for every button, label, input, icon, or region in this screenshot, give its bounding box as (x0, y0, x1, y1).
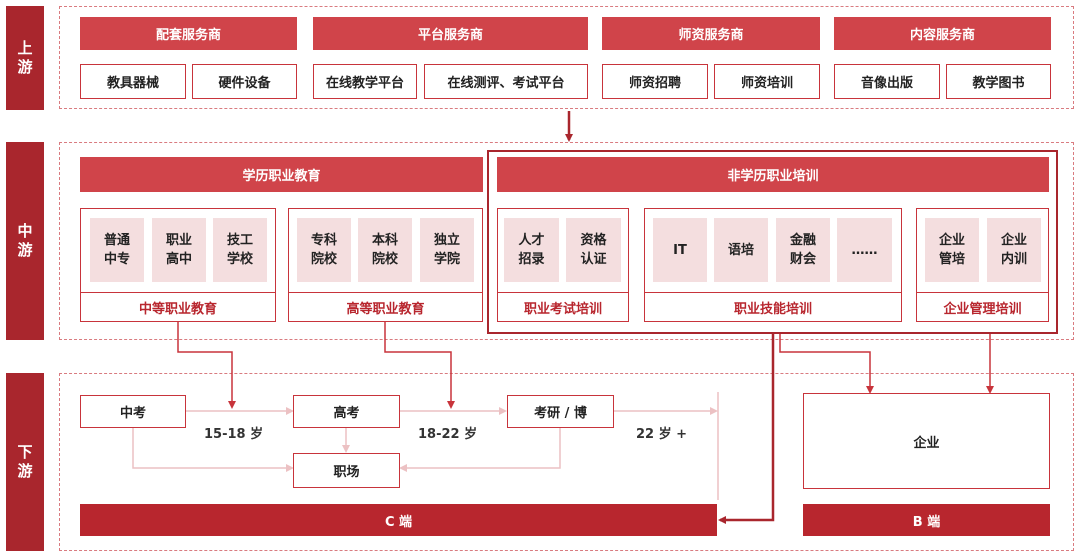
skill-item: 金融 财会 (776, 218, 830, 282)
upstream-item: 硬件设备 (192, 64, 297, 99)
upstream-header-content: 内容服务商 (834, 17, 1051, 50)
skill-item: IT (653, 218, 707, 282)
higher-item: 专科 院校 (297, 218, 351, 282)
upstream-item: 师资招聘 (602, 64, 708, 99)
higher-item: 独立 学院 (420, 218, 474, 282)
c-end-bar: C 端 (80, 504, 717, 536)
gaokao-box: 高考 (293, 395, 400, 428)
company-box: 企业 (803, 393, 1050, 489)
side-label-upstream: 上 游 (6, 6, 44, 110)
upstream-item: 教具器械 (80, 64, 186, 99)
exam-training-label: 职业考试培训 (497, 292, 629, 322)
upstream-item: 音像出版 (834, 64, 940, 99)
skill-item: …… (837, 218, 892, 282)
side-label-downstream: 下 游 (6, 373, 44, 551)
non-academic-outline (487, 150, 1058, 334)
exam-item: 资格 认证 (566, 218, 621, 282)
zhongkao-box: 中考 (80, 395, 186, 428)
secondary-item: 技工 学校 (213, 218, 267, 282)
secondary-vocational-label: 中等职业教育 (80, 292, 276, 322)
academic-education-header: 学历职业教育 (80, 157, 483, 192)
workplace-box: 职场 (293, 453, 400, 488)
higher-vocational-label: 高等职业教育 (288, 292, 483, 322)
age-label-18-22: 18-22 岁 (418, 427, 478, 442)
upstream-header-equipment: 配套服务商 (80, 17, 297, 50)
secondary-item: 普通 中专 (90, 218, 144, 282)
exam-item: 人才 招录 (504, 218, 559, 282)
upstream-item: 教学图书 (946, 64, 1051, 99)
upstream-item: 在线教学平台 (313, 64, 417, 99)
upstream-header-teachers: 师资服务商 (602, 17, 820, 50)
age-label-22-plus: 22 岁 + (636, 427, 688, 442)
downstream-zone (59, 373, 1074, 551)
kaoyan-box: 考研 / 博 (507, 395, 614, 428)
midstream-zone (59, 142, 1074, 340)
mgmt-item: 企业 内训 (987, 218, 1041, 282)
management-training-label: 企业管理培训 (916, 292, 1049, 322)
higher-item: 本科 院校 (358, 218, 412, 282)
non-academic-header: 非学历职业培训 (497, 157, 1049, 192)
side-label-midstream: 中 游 (6, 142, 44, 340)
skill-training-label: 职业技能培训 (644, 292, 902, 322)
upstream-header-platform: 平台服务商 (313, 17, 588, 50)
age-label-15-18: 15-18 岁 (204, 427, 264, 442)
skill-item: 语培 (714, 218, 768, 282)
upstream-item: 在线测评、考试平台 (424, 64, 588, 99)
upstream-zone (59, 6, 1074, 109)
upstream-item: 师资培训 (714, 64, 820, 99)
mgmt-item: 企业 管培 (925, 218, 979, 282)
secondary-item: 职业 高中 (152, 218, 206, 282)
b-end-bar: B 端 (803, 504, 1050, 536)
